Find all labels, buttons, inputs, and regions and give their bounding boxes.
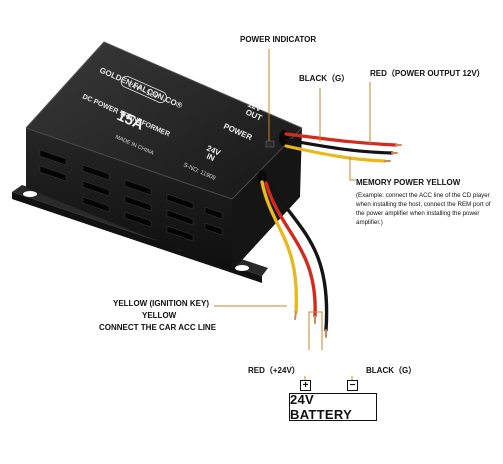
wire-red-input [264, 181, 317, 318]
battery-box: 24V BATTERY [289, 392, 377, 422]
input-grommet [257, 170, 267, 186]
power-indicator-led [265, 140, 275, 148]
label-power-indicator: POWER INDICATOR [240, 35, 317, 44]
housing-top-face [26, 42, 302, 199]
voltage-badge-outline [120, 75, 167, 104]
leader-battery-wires [308, 311, 323, 350]
label-red-power-output: RED（POWER OUTPUT 12V） [370, 69, 485, 78]
output-grommet [279, 130, 289, 146]
input-label-in: IN [205, 152, 216, 164]
wire-yellow-memory [284, 144, 387, 163]
wire-black-input [267, 179, 329, 332]
battery-label: 24V BATTERY [290, 392, 353, 422]
label-black-g-top: BLACK（G） [299, 74, 350, 83]
memory-power-note: (Example: connect the ACC line of the CD… [356, 192, 491, 226]
mounting-hole-left [23, 191, 37, 197]
wire-black-output [285, 138, 394, 155]
battery-positive-terminal: + [300, 380, 311, 391]
callout-lines [214, 49, 371, 384]
label-yellow: YELLOW [142, 311, 177, 320]
label-memory-power-yellow: MEMORY POWER YELLOW [356, 178, 461, 187]
label-yellow-ignition-key: YELLOW (IGNITION KEY) [113, 299, 209, 308]
housing [25, 41, 303, 271]
label-connect-acc: CONNECT THE CAR ACC LINE [99, 323, 217, 332]
wire-end-yellow-input [294, 311, 297, 320]
label-black-g-bottom: BLACK（G） [366, 366, 417, 375]
output-wires [284, 132, 402, 163]
wire-red-output [284, 132, 398, 147]
vent-slots [39, 149, 223, 242]
mounting-hole-right [235, 265, 249, 271]
leader-memory-yellow [349, 157, 356, 181]
battery-negative-terminal: − [347, 380, 358, 391]
label-red-24v: RED（+24V） [248, 366, 300, 375]
input-wires [260, 179, 329, 338]
wire-yellow-ignition [260, 180, 299, 314]
